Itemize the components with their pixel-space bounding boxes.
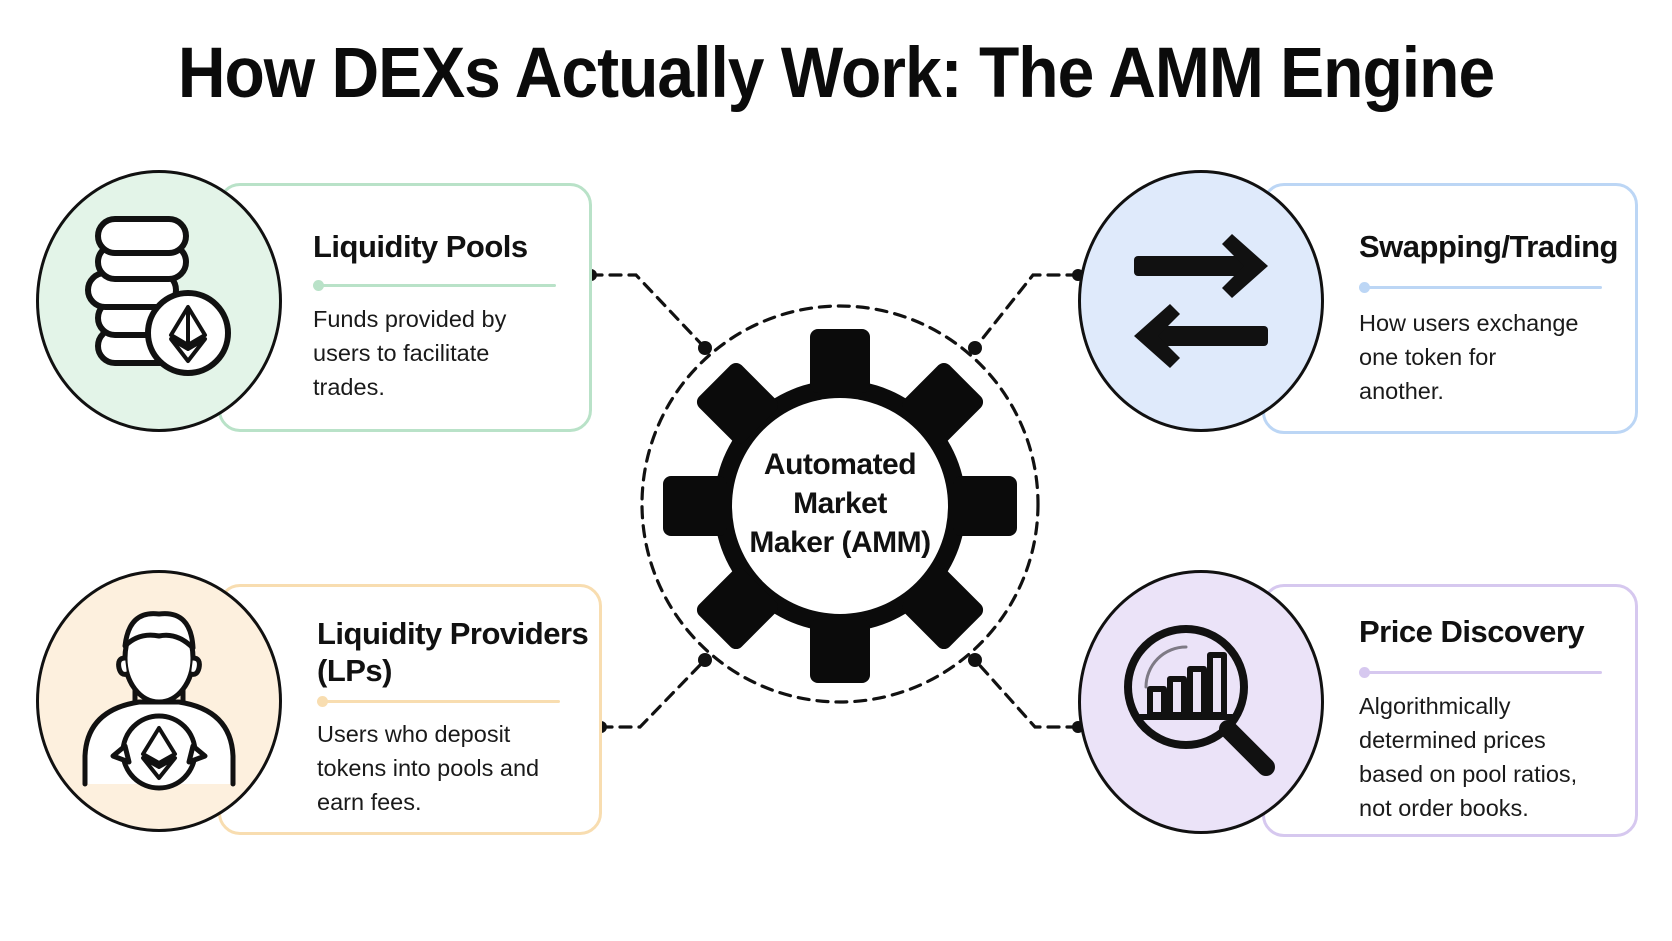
heading-line: Liquidity Providers bbox=[317, 616, 589, 651]
connector-price-discovery bbox=[973, 658, 1080, 729]
desc-line: trades. bbox=[313, 374, 385, 400]
card-description: Users who deposit tokens into pools and … bbox=[317, 717, 539, 819]
card-heading: Liquidity Providers (LPs) bbox=[317, 615, 589, 689]
card-heading: Liquidity Pools bbox=[313, 229, 528, 264]
desc-line: earn fees. bbox=[317, 789, 422, 815]
card-liquidity-providers: Liquidity Providers (LPs) Users who depo… bbox=[218, 584, 602, 835]
card-description: Funds provided by users to facilitate tr… bbox=[313, 302, 506, 404]
card-price-discovery: Price Discovery Algorithmically determin… bbox=[1262, 584, 1638, 837]
connector-providers bbox=[599, 658, 707, 729]
hub-label: Automated Market Maker (AMM) bbox=[742, 445, 938, 562]
page-title: How DEXs Actually Work: The AMM Engine bbox=[177, 32, 1495, 112]
heading-line: (LPs) bbox=[317, 653, 393, 688]
icon-circle-price-discovery bbox=[1078, 570, 1324, 834]
desc-line: Funds provided by bbox=[313, 306, 507, 332]
hub-label-line: Automated bbox=[763, 448, 917, 481]
hub-label-line: Market bbox=[793, 487, 887, 520]
hub-label-line: Maker (AMM) bbox=[749, 526, 931, 559]
desc-line: based on pool ratios, bbox=[1359, 761, 1578, 787]
magnifier-bar-chart-icon bbox=[1124, 625, 1275, 776]
card-divider bbox=[313, 280, 556, 291]
person-holding-ethereum-coin-icon bbox=[82, 611, 236, 791]
card-heading: Swapping/Trading bbox=[1359, 229, 1618, 264]
desc-line: Users who deposit bbox=[317, 721, 511, 747]
desc-line: determined prices bbox=[1359, 727, 1546, 753]
icon-circle-liquidity-pools bbox=[36, 170, 282, 432]
desc-line: tokens into pools and bbox=[317, 755, 540, 781]
card-divider bbox=[317, 696, 560, 707]
gear-icon bbox=[663, 329, 1017, 683]
icon-circle-swapping bbox=[1078, 170, 1324, 432]
connector-dot bbox=[968, 653, 982, 667]
card-divider bbox=[1359, 667, 1602, 678]
desc-line: users to facilitate bbox=[313, 340, 490, 366]
connector-dot bbox=[968, 341, 982, 355]
desc-line: Algorithmically bbox=[1359, 693, 1511, 719]
connector-dot bbox=[698, 653, 712, 667]
desc-line: not order books. bbox=[1359, 795, 1529, 821]
card-heading: Price Discovery bbox=[1359, 614, 1585, 649]
card-swapping-trading: Swapping/Trading How users exchange one … bbox=[1262, 183, 1638, 434]
coin-stack-ethereum-icon bbox=[85, 216, 231, 376]
icon-circle-providers bbox=[36, 570, 282, 832]
hub-dashed-ring bbox=[640, 304, 1040, 704]
connector-dot bbox=[698, 341, 712, 355]
swap-arrows-icon bbox=[1134, 234, 1268, 368]
connector-swapping bbox=[973, 273, 1080, 350]
card-divider bbox=[1359, 282, 1602, 293]
desc-line: How users exchange bbox=[1359, 310, 1579, 336]
card-description: Algorithmically determined prices based … bbox=[1359, 689, 1577, 825]
card-description: How users exchange one token for another… bbox=[1359, 306, 1578, 408]
desc-line: another. bbox=[1359, 378, 1444, 404]
connector-liquidity-pools bbox=[589, 273, 707, 350]
desc-line: one token for bbox=[1359, 344, 1497, 370]
